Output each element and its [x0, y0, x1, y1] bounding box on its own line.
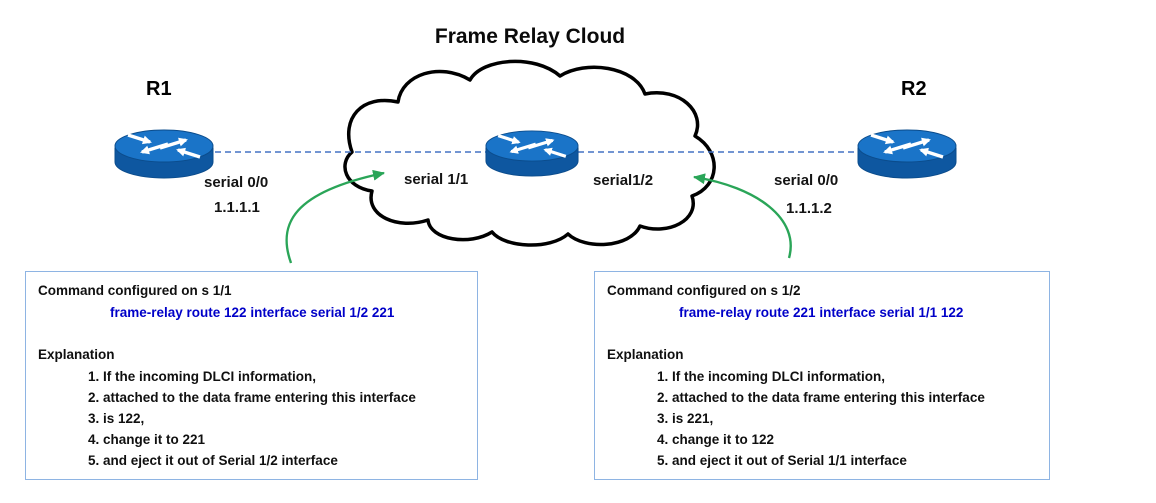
- interface-label-r2: serial 0/0: [774, 172, 839, 189]
- explanation-step: 2. attached to the data frame entering t…: [657, 390, 985, 405]
- diagram-title: Frame Relay Cloud: [434, 25, 626, 48]
- green-arrow-to-serial-1-1: [285, 169, 385, 264]
- interface-label-cloud-right: serial1/2: [593, 172, 654, 189]
- explanation-steps: 1. If the incoming DLCI information, 2. …: [88, 366, 465, 471]
- explanation-heading: Explanation: [607, 347, 684, 362]
- explanation-step: 3. is 221,: [657, 411, 714, 426]
- green-arrow-to-serial-1-2: [693, 173, 792, 259]
- router-name-r2: R2: [901, 78, 927, 100]
- router-icon-frame-relay-switch: [486, 131, 578, 176]
- explanation-step: 2. attached to the data frame entering t…: [88, 390, 416, 405]
- command-box-heading: Command configured on s 1/1: [38, 283, 232, 298]
- explanation-step: 5. and eject it out of Serial 1/1 interf…: [657, 453, 907, 468]
- frame-relay-command: frame-relay route 122 interface serial 1…: [110, 305, 395, 320]
- explanation-heading: Explanation: [38, 347, 115, 362]
- explanation-step: 4. change it to 122: [657, 432, 775, 447]
- command-box-s1-1: Command configured on s 1/1 frame-relay …: [25, 271, 478, 480]
- interface-label-r1: serial 0/0: [204, 174, 269, 191]
- frame-relay-command: frame-relay route 221 interface serial 1…: [679, 305, 964, 320]
- explanation-step: 4. change it to 221: [88, 432, 206, 447]
- interface-label-cloud-left: serial 1/1: [404, 171, 469, 188]
- explanation-step: 1. If the incoming DLCI information,: [88, 369, 316, 384]
- router-name-r1: R1: [146, 78, 172, 100]
- explanation-step: 1. If the incoming DLCI information,: [657, 369, 885, 384]
- explanation-step: 5. and eject it out of Serial 1/2 interf…: [88, 453, 338, 468]
- ip-address-r1: 1.1.1.1: [214, 199, 260, 216]
- router-icon-r1: [115, 130, 213, 178]
- ip-address-r2: 1.1.1.2: [786, 200, 832, 217]
- explanation-step: 3. is 122,: [88, 411, 145, 426]
- explanation-steps: 1. If the incoming DLCI information, 2. …: [657, 366, 1037, 471]
- command-box-heading: Command configured on s 1/2: [607, 283, 801, 298]
- command-box-s1-2: Command configured on s 1/2 frame-relay …: [594, 271, 1050, 480]
- router-icon-r2: [858, 130, 956, 178]
